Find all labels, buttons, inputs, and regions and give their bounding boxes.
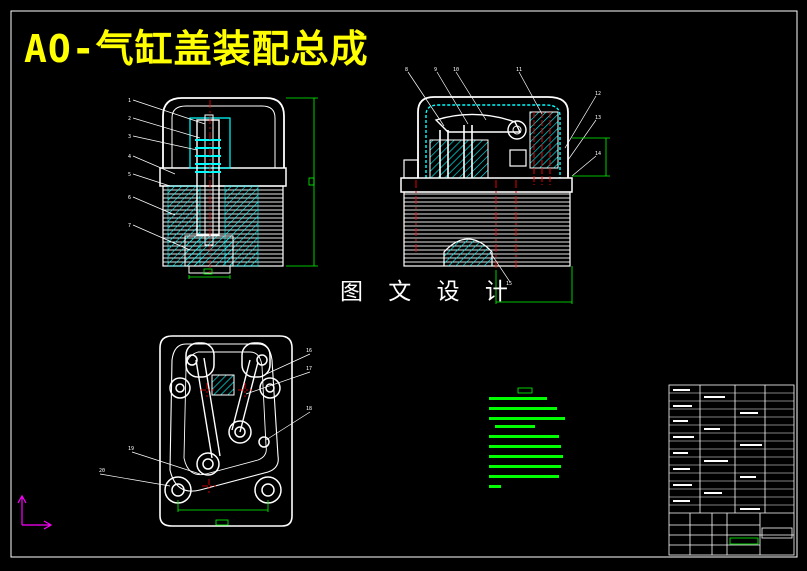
svg-text:18: 18 [306,406,312,412]
svg-text:9: 9 [434,67,437,73]
svg-text:15: 15 [506,281,512,287]
svg-text:1: 1 [128,98,131,104]
svg-text:5: 5 [128,172,131,178]
svg-text:14: 14 [595,151,601,157]
front-section-view: 8 9 10 11 12 13 14 15 [400,67,610,304]
svg-text:3: 3 [128,134,131,140]
drawing-title: AO-气缸盖装配总成 [24,27,369,71]
svg-text:20: 20 [99,468,105,474]
svg-text:10: 10 [453,67,459,73]
watermark-text: 图 文 设 计 [340,279,517,305]
svg-text:17: 17 [306,366,312,372]
ucs-icon [17,494,53,530]
svg-text:16: 16 [306,348,312,354]
svg-text:19: 19 [128,446,134,452]
svg-text:7: 7 [128,223,131,229]
title-block [668,384,795,556]
svg-text:12: 12 [595,91,601,97]
svg-text:11: 11 [516,67,522,73]
technical-notes [489,387,565,488]
svg-text:8: 8 [405,67,408,73]
top-plan-view: 16 17 18 19 20 [99,335,312,527]
side-section-view: 1 2 3 4 5 6 7 [128,97,318,279]
svg-text:6: 6 [128,195,131,201]
drawing-frame [10,10,798,558]
svg-text:2: 2 [128,116,131,122]
svg-text:13: 13 [595,115,601,121]
svg-text:4: 4 [128,154,131,160]
